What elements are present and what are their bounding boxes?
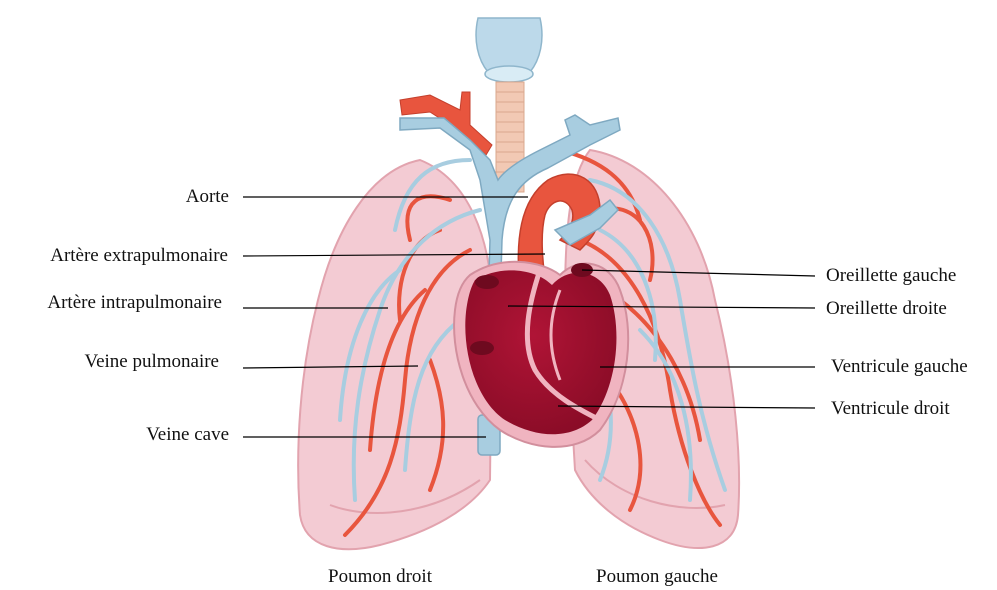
label-veine-cave: Veine cave [146,424,229,446]
label-artere-extrapulmonaire: Artère extrapulmonaire [50,245,228,267]
label-aorte: Aorte [186,186,229,208]
label-artere-intrapulmonaire: Artère intrapulmonaire [47,292,222,314]
label-ventricule-droit: Ventricule droit [831,398,950,420]
label-oreillette-gauche: Oreillette gauche [826,265,956,287]
label-oreillette-droite: Oreillette droite [826,298,947,320]
label-poumon-gauche: Poumon gauche [596,566,718,588]
label-poumon-droit: Poumon droit [328,566,432,588]
label-ventricule-gauche: Ventricule gauche [831,356,968,378]
label-veine-pulmonaire: Veine pulmonaire [84,351,219,373]
